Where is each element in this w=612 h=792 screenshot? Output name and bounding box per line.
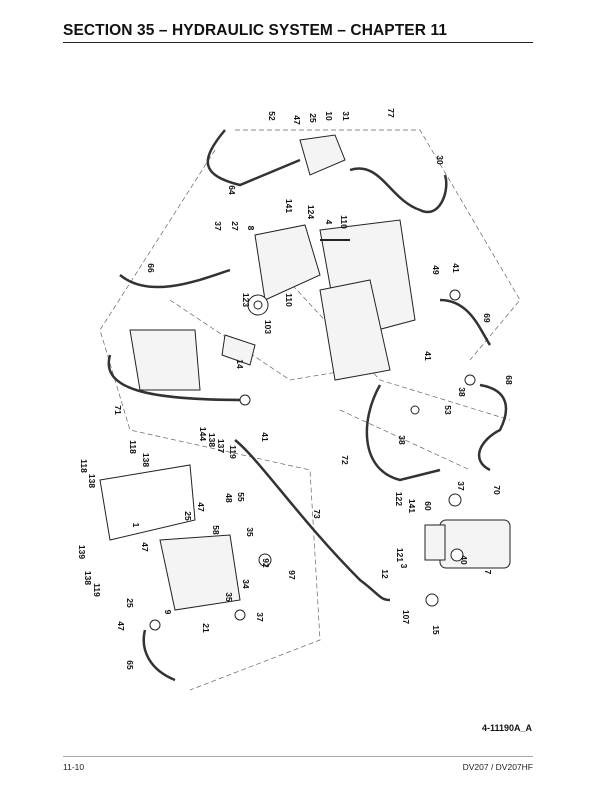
callout: 139 xyxy=(77,544,87,560)
callout: 55 xyxy=(236,492,246,502)
callout: 107 xyxy=(401,609,411,625)
callout: 118 xyxy=(128,440,138,454)
callout: 25 xyxy=(308,113,318,123)
callout: 35 xyxy=(224,592,234,602)
callout: 41 xyxy=(451,263,461,273)
page-number: 11-10 xyxy=(63,762,85,772)
callout: 1 xyxy=(131,522,141,528)
callout: 38 xyxy=(397,435,407,445)
callout: 122 xyxy=(394,491,404,507)
callout: 47 xyxy=(140,542,150,552)
callout: 3 xyxy=(399,563,409,569)
callout: 14 xyxy=(235,359,245,369)
callout: 124 xyxy=(306,204,316,220)
callout: 25 xyxy=(183,511,193,521)
callout: 47 xyxy=(196,502,206,512)
callout: 138 xyxy=(141,452,151,468)
callout: 70 xyxy=(492,485,502,495)
callout: 31 xyxy=(341,111,351,121)
callout: 65 xyxy=(125,660,135,670)
callout: 34 xyxy=(241,579,251,589)
callout: 49 xyxy=(431,265,441,275)
callout: 58 xyxy=(211,525,221,535)
callout: 73 xyxy=(312,509,322,519)
footer-rule xyxy=(63,756,533,757)
callout: 141 xyxy=(407,498,417,514)
figure-id: 4-11190A_A xyxy=(481,723,532,733)
callout: 37 xyxy=(213,221,223,231)
callout: 71 xyxy=(113,405,123,415)
callout: 64 xyxy=(227,185,237,195)
callout: 41 xyxy=(423,351,433,361)
callout: 40 xyxy=(459,555,469,565)
callout: 47 xyxy=(292,115,302,125)
callout: 21 xyxy=(201,623,211,633)
callout: 27 xyxy=(230,221,240,231)
callout: 137 xyxy=(216,438,226,454)
callout: 4 xyxy=(324,219,334,225)
callout: 119 xyxy=(92,583,102,597)
callout: 9 xyxy=(163,609,173,615)
callout: 141 xyxy=(284,198,294,214)
model-name: DV207 / DV207HF xyxy=(462,762,533,772)
callout: 30 xyxy=(435,155,445,165)
section-header: SECTION 35 – HYDRAULIC SYSTEM – CHAPTER … xyxy=(63,22,533,43)
callout: 72 xyxy=(340,455,350,465)
callout: 48 xyxy=(224,493,234,503)
callout: 121 xyxy=(395,547,405,563)
callout: 119 xyxy=(228,445,238,459)
callout: 68 xyxy=(504,375,514,385)
callout: 41 xyxy=(260,432,270,442)
callout: 138 xyxy=(87,473,97,489)
callout: 12 xyxy=(380,569,390,579)
callout: 53 xyxy=(443,405,453,415)
callout: 15 xyxy=(431,625,441,635)
callout: 97 xyxy=(287,570,297,580)
callout: 37 xyxy=(456,481,466,491)
callout: 47 xyxy=(116,621,126,631)
callout: 37 xyxy=(255,612,265,622)
callout: 123 xyxy=(241,292,251,308)
callout: 110 xyxy=(284,293,294,307)
callout: 60 xyxy=(423,501,433,511)
callout: 77 xyxy=(386,108,396,118)
callout: 92 xyxy=(261,558,271,568)
callout: 8 xyxy=(246,225,256,231)
callout: 110 xyxy=(339,215,349,229)
callout: 35 xyxy=(245,527,255,537)
callout: 66 xyxy=(146,263,156,273)
callout: 38 xyxy=(457,387,467,397)
callout: 7 xyxy=(483,569,493,575)
callout: 69 xyxy=(482,313,492,323)
callout: 103 xyxy=(263,319,273,335)
callout: 10 xyxy=(324,111,334,121)
callout: 52 xyxy=(267,111,277,121)
callout: 118 xyxy=(79,459,89,473)
callout: 25 xyxy=(125,598,135,608)
